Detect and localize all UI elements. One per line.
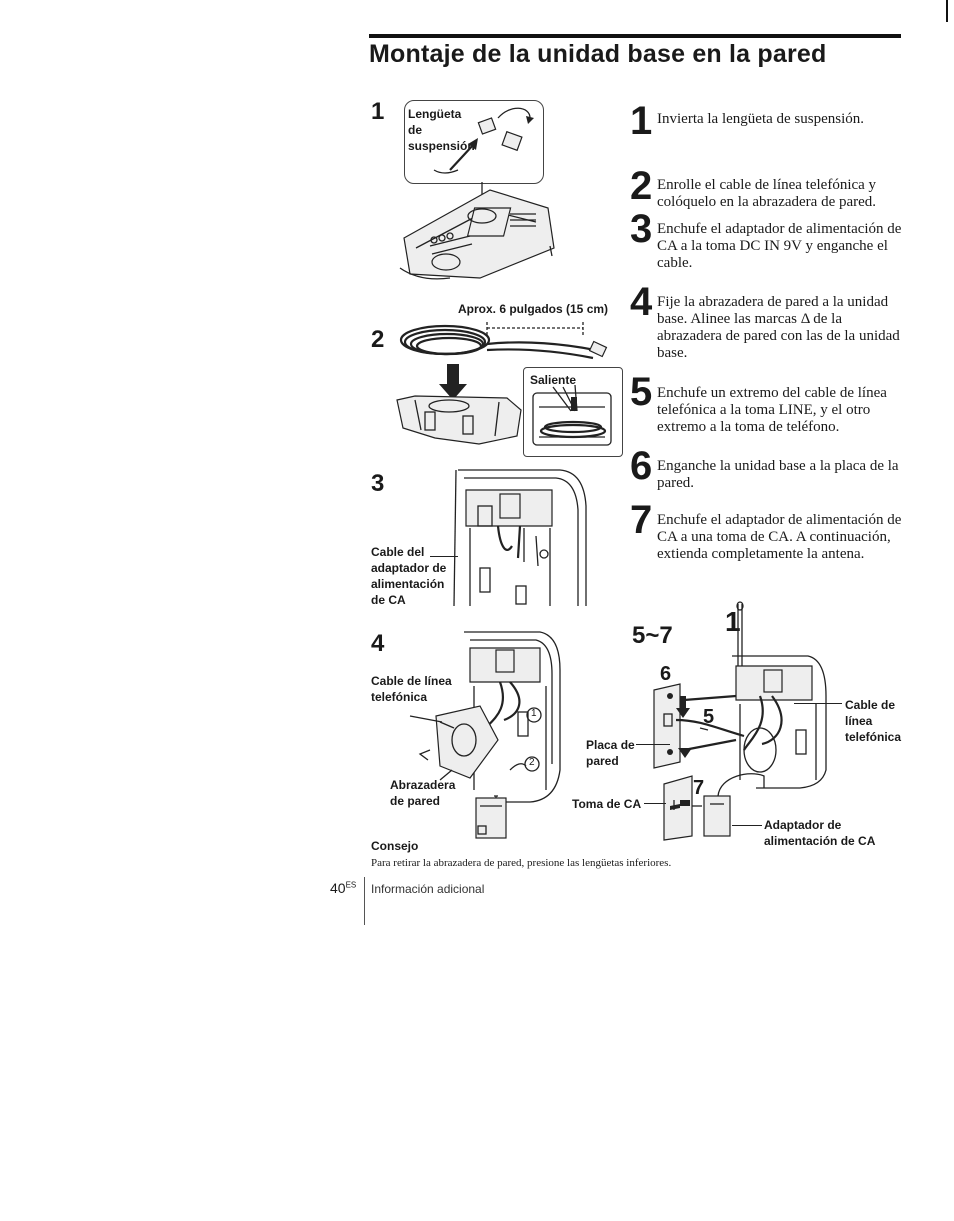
figure-57-outlet-leader <box>644 803 666 804</box>
footer-divider <box>364 877 365 925</box>
figure-4-marker-1: 1 <box>531 708 537 719</box>
figure-2-illustration <box>396 322 608 445</box>
tip-text: Para retirar la abrazadera de pared, pre… <box>371 857 672 869</box>
step-6-text: Enganche la unidad base a la placa de la… <box>657 458 899 491</box>
figure-57-adapter-label: Adaptador de alimentación de CA <box>764 818 876 848</box>
figure-57-cable-leader <box>794 703 842 704</box>
figure-2-length-label: Aprox. 6 pulgados (15 cm) <box>458 302 609 316</box>
figure-4-callout-bracket: Abrazadera de pared <box>390 778 456 808</box>
step-2-text: Enrolle el cable de línea telefónica y c… <box>657 177 877 210</box>
figure-4-number: 4 <box>371 630 385 657</box>
step-5-number: 5 <box>630 370 653 414</box>
figure-57-step-5: 5 <box>703 706 715 728</box>
figure-3-illustration <box>453 469 587 607</box>
step-6-number: 6 <box>630 444 653 488</box>
step-7-text: Enchufe el adaptador de alimentación de … <box>657 512 902 562</box>
step-1-text: Invierta la lengüeta de suspensión. <box>657 111 865 127</box>
page-number-value: 40 <box>330 880 346 896</box>
page-number-suffix: ES <box>345 880 357 890</box>
figure-3-leader <box>430 556 458 557</box>
figure-57-plate-label: Placa de pared <box>586 738 635 768</box>
page-number: 40ES <box>330 880 356 896</box>
figure-3-number: 3 <box>371 470 385 497</box>
figure-4-marker-2: 2 <box>529 757 535 768</box>
figure-57-number: 5~7 <box>632 622 673 649</box>
step-3-number: 3 <box>630 207 653 251</box>
figure-57-adapter-leader <box>732 825 762 826</box>
figure-1-illustration <box>399 107 555 280</box>
figure-57-plate-leader <box>636 744 670 745</box>
figure-57-outlet-label: Toma de CA <box>572 797 642 811</box>
figure-1-callout: Lengüeta de suspensión <box>408 107 475 153</box>
figure-2-number: 2 <box>371 326 385 353</box>
title-rule <box>369 34 901 38</box>
step-5-text: Enchufe un extremo del cable de línea te… <box>657 385 887 435</box>
figure-3-callout: Cable del adaptador de alimentación de C… <box>371 545 447 607</box>
figure-1-inset <box>404 100 544 184</box>
step-4-number: 4 <box>630 280 653 324</box>
edge-mark <box>946 0 948 22</box>
step-3-text: Enchufe el adaptador de alimentación de … <box>657 221 902 271</box>
tip-title: Consejo <box>371 839 419 853</box>
figure-57-step-7: 7 <box>693 777 705 799</box>
step-1-number: 1 <box>630 99 653 143</box>
step-2-number: 2 <box>630 164 653 208</box>
figure-57-cable-label: Cable de línea telefónica <box>845 698 902 744</box>
section-label: Información adicional <box>371 882 485 896</box>
figure-57-step-6: 6 <box>660 663 672 685</box>
figure-1-number: 1 <box>371 98 385 125</box>
figure-2-inset-label: Saliente <box>530 373 577 387</box>
figure-2-inset <box>523 367 623 457</box>
figure-4-illustration <box>409 631 561 839</box>
figure-57-step-1: 1 <box>725 606 741 637</box>
page-title: Montaje de la unidad base en la pared <box>369 40 827 68</box>
step-4-text: Fije la abrazadera de pared a la unidad … <box>657 294 900 361</box>
figure-2-inset-illustration <box>532 384 612 446</box>
figure-4-callout-cable: Cable de línea telefónica <box>371 674 452 704</box>
step-7-number: 7 <box>630 498 653 542</box>
figure-57-illustration <box>653 601 827 841</box>
